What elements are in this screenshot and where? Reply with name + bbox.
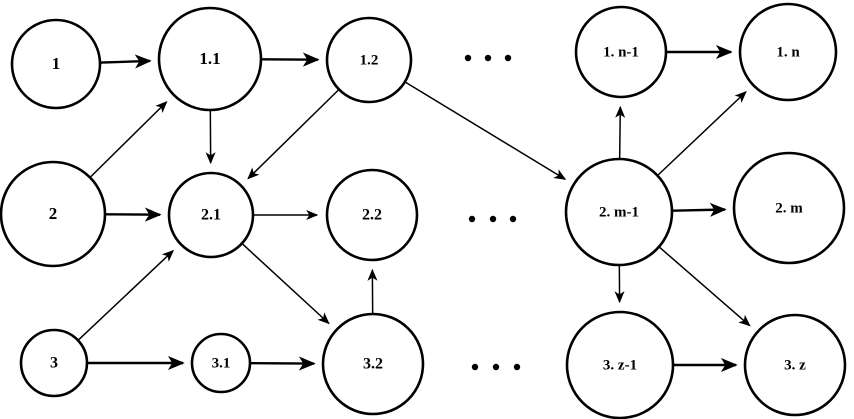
graph-node[interactable]: 2.1 xyxy=(167,171,255,259)
ellipsis-dot xyxy=(471,363,479,371)
node-circle[interactable] xyxy=(0,160,107,268)
edge-2-to-11 xyxy=(90,101,168,178)
graph-node[interactable]: 3. z xyxy=(743,313,847,417)
graph-node[interactable]: 2.2 xyxy=(325,168,419,262)
node-circle[interactable] xyxy=(565,310,675,419)
node-circle[interactable] xyxy=(190,332,252,394)
node-label: 1.1 xyxy=(199,49,220,68)
node-label: 1. n-1 xyxy=(603,44,639,60)
node-label: 3. z-1 xyxy=(603,357,637,373)
node-label: 1 xyxy=(52,54,61,73)
graph-node[interactable]: 1.2 xyxy=(325,16,413,104)
node-circle[interactable] xyxy=(743,313,847,417)
node-circle[interactable] xyxy=(10,18,102,110)
graph-node[interactable]: 3 xyxy=(19,328,89,398)
node-label: 1. n xyxy=(776,44,800,60)
node-circle[interactable] xyxy=(157,6,263,112)
node-circle[interactable] xyxy=(574,5,668,99)
ellipsis-dot xyxy=(489,215,497,223)
ellipsis-dot xyxy=(492,363,500,371)
ellipsis-dot xyxy=(504,54,512,62)
node-label: 1.2 xyxy=(360,52,379,68)
graph-node[interactable]: 2. m-1 xyxy=(564,157,674,267)
node-circle[interactable] xyxy=(325,168,419,262)
ellipsis-row-1 xyxy=(464,54,512,62)
ellipsis-dot xyxy=(464,54,472,62)
node-label: 2 xyxy=(49,204,58,223)
node-circle[interactable] xyxy=(325,16,413,104)
node-circle[interactable] xyxy=(167,171,255,259)
edge-2m-1-to-1n-1 xyxy=(615,105,626,159)
node-label: 2.2 xyxy=(362,207,382,224)
node-circle[interactable] xyxy=(19,328,89,398)
edges-layer xyxy=(78,44,751,373)
node-label: 2. m xyxy=(775,200,803,216)
edge-1-to-11 xyxy=(100,54,152,69)
graph-node[interactable]: 3. z-1 xyxy=(565,310,675,419)
graph-node[interactable]: 3.2 xyxy=(321,312,425,416)
ellipses-layer xyxy=(464,54,521,371)
node-label: 3.2 xyxy=(363,356,383,373)
edge-2m-1-to-3z xyxy=(659,246,751,327)
ellipsis-dot xyxy=(509,215,517,223)
node-circle[interactable] xyxy=(564,157,674,267)
graph-node[interactable]: 1. n xyxy=(738,2,838,102)
edge-21-to-32 xyxy=(242,243,330,325)
graph-node[interactable]: 3.1 xyxy=(190,332,252,394)
ellipsis-dot xyxy=(484,54,492,62)
node-label: 2. m-1 xyxy=(599,204,639,220)
ellipsis-dot xyxy=(513,363,521,371)
node-label: 2.1 xyxy=(201,207,221,224)
graph-node[interactable]: 2 xyxy=(0,160,107,268)
graph-node[interactable]: 1.1 xyxy=(157,6,263,112)
ellipsis-row-2 xyxy=(468,215,517,223)
graph-node[interactable]: 1. n-1 xyxy=(574,5,668,99)
edge-12-to-21 xyxy=(247,89,339,180)
node-label: 3.1 xyxy=(212,355,231,371)
graph-node[interactable]: 1 xyxy=(10,18,102,110)
node-label: 3 xyxy=(50,355,58,372)
edge-2m-1-to-1n xyxy=(657,91,747,176)
graph-node[interactable]: 2. m xyxy=(732,151,846,265)
node-circle[interactable] xyxy=(738,2,838,102)
ellipsis-row-3 xyxy=(471,363,521,371)
edge-12-to-2m-1 xyxy=(405,81,567,180)
edge-3-to-21 xyxy=(78,249,175,341)
edge-2m-1-to-2m xyxy=(672,202,727,217)
node-circle[interactable] xyxy=(732,151,846,265)
node-circle[interactable] xyxy=(321,312,425,416)
node-label: 3. z xyxy=(784,357,806,373)
ellipsis-dot xyxy=(468,215,476,223)
